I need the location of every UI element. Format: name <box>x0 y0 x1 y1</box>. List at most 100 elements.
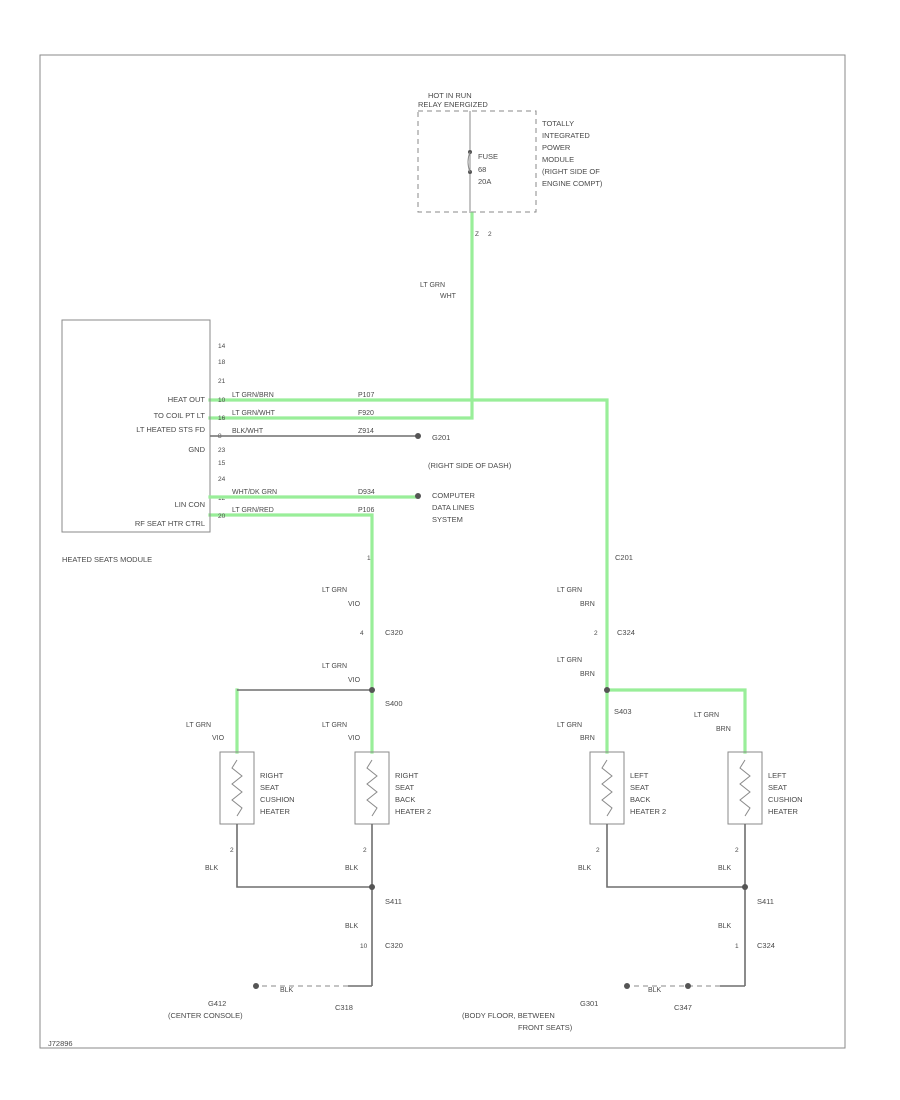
computer-data-2: SYSTEM <box>432 515 463 524</box>
mod-row-7-wire: LT GRN/RED <box>232 507 274 514</box>
lb-connector-top: C201 <box>615 553 633 562</box>
computer-data-0: COMPUTER <box>432 491 476 500</box>
lb-conn1-id: C324 <box>617 628 635 637</box>
mod-pin-top-0: 14 <box>218 343 226 350</box>
lb-heater-right-3: HEATER <box>768 807 798 816</box>
lb-right-wire-circuit: BRN <box>716 726 731 733</box>
mod-pin-top-2: 21 <box>218 378 226 385</box>
mod-row-6-label: LIN CON <box>175 500 205 509</box>
mod-pin-top-1: 18 <box>218 359 226 366</box>
lb-gnd-location-1: FRONT SEATS) <box>518 1023 573 1032</box>
mod-row-2-wire: BLK/WHT <box>232 428 264 435</box>
module-line-5: ENGINE COMPT) <box>542 179 603 188</box>
feed-wire-circuit: WHT <box>440 293 457 300</box>
lb-heater-left-2: BACK <box>630 795 650 804</box>
rb-splice-gnd: S411 <box>385 897 402 906</box>
lb-splice-gnd: S411 <box>757 897 774 906</box>
power-module-box <box>417 110 537 213</box>
rb-heater-right-0: RIGHT <box>395 771 419 780</box>
lb-wire2-color: LT GRN <box>557 657 582 664</box>
rb-gnd-location: (CENTER CONSOLE) <box>168 1011 243 1020</box>
mod-row-3-label: GND <box>188 445 205 454</box>
diagram-frame <box>39 54 846 1049</box>
mod-row-7-circuit: P106 <box>358 507 374 514</box>
lb-wire1-circuit: BRN <box>580 601 595 608</box>
lb-conn2-id: C324 <box>757 941 775 950</box>
rb-wire1-color: LT GRN <box>322 587 347 594</box>
relay-energized-label: RELAY ENERGIZED <box>418 100 488 109</box>
rb-left-wire-circuit: VIO <box>212 735 225 742</box>
mod-row-0-circuit: P107 <box>358 392 374 399</box>
rb-conn1-pin: 4 <box>360 630 364 637</box>
lb-heater-left-0: LEFT <box>630 771 649 780</box>
rb-conn2-pin: 10 <box>360 943 368 950</box>
rb-mid-wire-color: LT GRN <box>322 722 347 729</box>
lt-grn-wires <box>208 212 747 754</box>
lb-gnd-pin: BLK <box>648 987 662 994</box>
lb-conn2-pin: 1 <box>735 943 739 950</box>
rb-heater-left-1: SEAT <box>260 783 279 792</box>
lb-pin-b: 2 <box>735 847 739 854</box>
mod-row-0-label: HEAT OUT <box>168 395 206 404</box>
power-module: HOT IN RUN RELAY ENERGIZED FUSE 68 20A T… <box>417 91 603 238</box>
rb-conn1-id: C320 <box>385 628 403 637</box>
rb-gnd-conn: C318 <box>335 1003 353 1012</box>
lb-gnd-wire2: BLK <box>718 865 732 872</box>
rb-gnd-wire3: BLK <box>345 923 359 930</box>
lb-conn1-pin: 2 <box>594 630 598 637</box>
lb-heater-right-2: CUSHION <box>768 795 803 804</box>
g201-id: G201 <box>432 433 450 442</box>
rb-gnd-pin: BLK <box>280 987 294 994</box>
rb-heater-right-2: BACK <box>395 795 415 804</box>
module-line-0: TOTALLY <box>542 119 574 128</box>
lb-gnd-conn: C347 <box>674 1003 692 1012</box>
mod-row-5-pin: 24 <box>218 476 226 483</box>
heated-seats-module: 14 18 21 HEAT OUT 10 LT GRN/BRN P107 TO … <box>61 319 421 564</box>
rb-splice: S400 <box>385 699 403 708</box>
rb-mid-wire-circuit: VIO <box>348 735 361 742</box>
mod-row-7-label: RF SEAT HTR CTRL <box>135 519 205 528</box>
mod-row-1-wire: LT GRN/WHT <box>232 410 276 417</box>
lb-heater-left-1: SEAT <box>630 783 649 792</box>
right-seat-branch: 1 LT GRN VIO 4 C320 LT GRN VIO S400 LT G… <box>168 555 431 1020</box>
fuse-rating: 20A <box>478 177 491 186</box>
lb-gnd-id: G301 <box>580 999 598 1008</box>
rb-heater-left-0: RIGHT <box>260 771 284 780</box>
rb-gnd-wire2: BLK <box>345 865 359 872</box>
left-seat-branch: C201 LT GRN BRN 2 C324 LT GRN BRN S403 L… <box>462 553 803 1032</box>
g201-location: (RIGHT SIDE OF DASH) <box>428 461 512 470</box>
lb-heater-right-1: SEAT <box>768 783 787 792</box>
lb-right-wire-color: LT GRN <box>694 712 719 719</box>
rb-gnd-wire: BLK <box>205 865 219 872</box>
rb-wire2-color: LT GRN <box>322 663 347 670</box>
rb-gnd-id: G412 <box>208 999 226 1008</box>
rb-wire2-circuit: VIO <box>348 677 361 684</box>
lb-splice: S403 <box>614 707 632 716</box>
module-line-2: POWER <box>542 143 571 152</box>
lb-mid-wire-color: LT GRN <box>557 722 582 729</box>
fuse-number: 68 <box>478 165 486 174</box>
power-pin-label: Z <box>475 231 479 238</box>
mod-row-4-pin: 15 <box>218 460 226 467</box>
mod-row-6-circuit: D934 <box>358 489 375 496</box>
lb-heater-right-0: LEFT <box>768 771 787 780</box>
mod-row-3-pin: 23 <box>218 447 226 454</box>
mod-row-6-wire: WHT/DK GRN <box>232 489 277 496</box>
power-pin-number: 2 <box>488 231 492 238</box>
mod-row-1-label: TO COIL PT LT <box>154 411 206 420</box>
feed-wire-color: LT GRN <box>420 282 445 289</box>
rb-pin-a: 2 <box>230 847 234 854</box>
module-box <box>61 319 211 533</box>
mod-row-0-wire: LT GRN/BRN <box>232 392 274 399</box>
mod-row-7-pin: 20 <box>218 513 226 520</box>
fuse-label: FUSE <box>478 152 498 161</box>
figure-id: J72896 <box>48 1039 73 1048</box>
hot-in-run-label: HOT IN RUN <box>428 91 472 100</box>
rb-wire1-circuit: VIO <box>348 601 361 608</box>
mod-row-1-circuit: F920 <box>358 410 374 417</box>
module-line-3: MODULE <box>542 155 574 164</box>
mod-row-2-circuit: Z914 <box>358 428 374 435</box>
lb-wire1-color: LT GRN <box>557 587 582 594</box>
rb-heater-left-3: HEATER <box>260 807 290 816</box>
computer-data-1: DATA LINES <box>432 503 474 512</box>
